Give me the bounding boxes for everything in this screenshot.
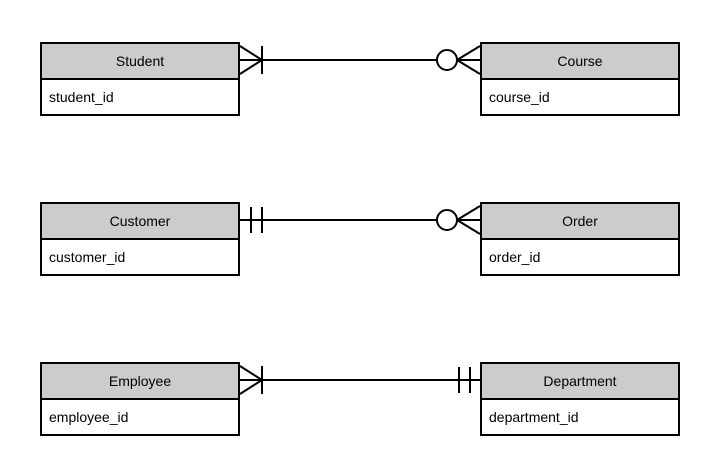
entity-header-customer: Customer [42,204,238,240]
entity-box-course[interactable]: Course course_id [480,42,680,116]
entity-body-department: department_id [482,400,678,434]
entity-box-department[interactable]: Department department_id [480,362,680,436]
entity-box-order[interactable]: Order order_id [480,202,680,276]
entity-box-student[interactable]: Student student_id [40,42,240,116]
entity-name-course: Course [557,53,603,69]
entity-name-employee: Employee [108,373,172,389]
entity-attribute-course-id: course_id [489,89,550,105]
entity-header-employee: Employee [42,364,238,400]
entity-box-employee[interactable]: Employee employee_id [40,362,240,436]
entity-attribute-department-id: department_id [489,409,579,425]
entity-body-course: course_id [482,80,678,114]
entity-attribute-student-id: student_id [49,89,114,105]
entity-name-order: Order [562,213,598,229]
cardinality-symbol-zero-or-many-right [436,205,481,235]
entity-header-course: Course [482,44,678,80]
entity-attribute-employee-id: employee_id [49,409,129,425]
entity-name-customer: Customer [109,213,171,229]
cardinality-symbol-one-or-many-left [239,365,263,395]
entity-body-customer: customer_id [42,240,238,274]
entity-attribute-order-id: order_id [489,249,541,265]
relationship-connector-employee-department [239,365,480,395]
relationship-connector-student-course [239,45,481,75]
entity-body-student: student_id [42,80,238,114]
entity-header-student: Student [42,44,238,80]
relationship-connector-customer-order [240,205,481,235]
entity-name-department: Department [543,373,617,389]
entity-body-order: order_id [482,240,678,274]
entity-header-order: Order [482,204,678,240]
entity-name-student: Student [115,53,165,69]
cardinality-symbol-one-or-many-left [239,45,263,75]
entity-header-department: Department [482,364,678,400]
cardinality-symbol-zero-or-many-right [436,45,481,75]
cardinality-symbol-exactly-one-right [458,367,471,393]
entity-box-customer[interactable]: Customer customer_id [40,202,240,276]
entity-body-employee: employee_id [42,400,238,434]
cardinality-symbol-exactly-one-left [250,207,263,233]
entity-attribute-customer-id: customer_id [49,249,126,265]
